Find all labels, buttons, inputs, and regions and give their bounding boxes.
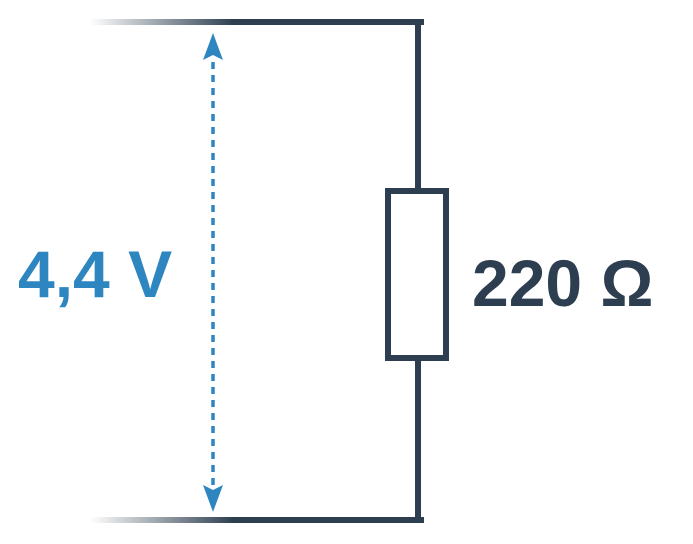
voltage-arrowhead-up: [203, 33, 223, 60]
resistance-label: 220 Ω: [472, 246, 653, 320]
voltage-arrowhead-down: [203, 485, 223, 512]
resistor-symbol: [385, 188, 449, 361]
voltage-label: 4,4 V: [18, 237, 172, 311]
